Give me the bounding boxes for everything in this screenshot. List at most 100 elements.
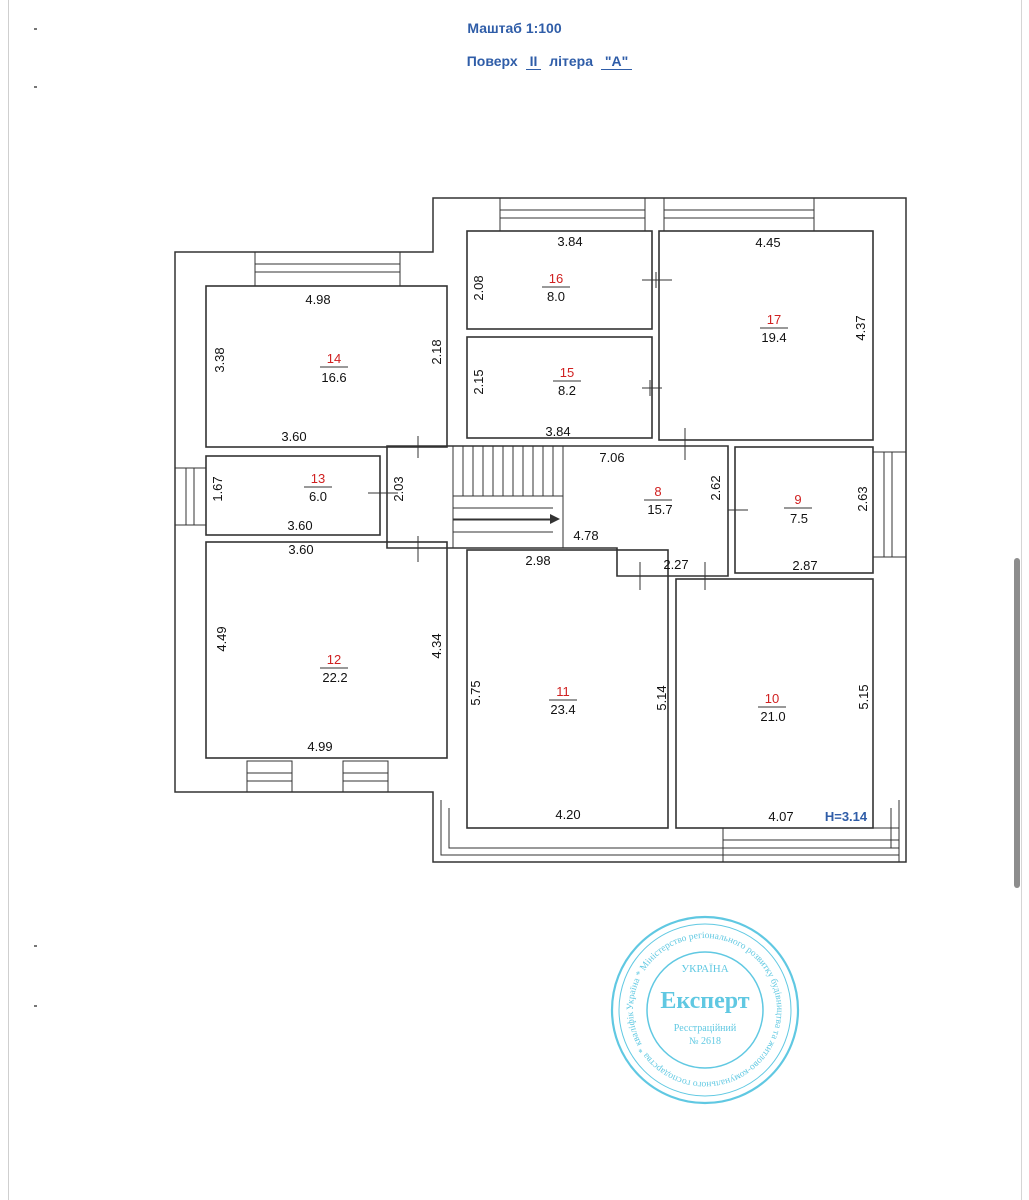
- room-number: 17: [767, 312, 781, 327]
- room-number: 13: [311, 471, 325, 486]
- room-area: 7.5: [790, 511, 808, 526]
- dim-r15-bottom: 3.84: [545, 424, 570, 439]
- dim-r8-right: 2.62: [708, 475, 723, 500]
- margin-mark: [34, 945, 37, 947]
- margin-mark: [34, 1005, 37, 1007]
- dim-r16-top: 3.84: [557, 234, 582, 249]
- dim-r14-right: 2.18: [429, 339, 444, 364]
- window-top-2: [663, 197, 815, 232]
- room-label-13: 136.0: [304, 471, 332, 504]
- page-right-edge: [1021, 0, 1022, 1200]
- dim-r15-left: 2.15: [471, 369, 486, 394]
- room-label-17: 17 19.4: [760, 312, 788, 345]
- room-area: 8.2: [558, 383, 576, 398]
- dim-r11-right: 5.14: [654, 685, 669, 710]
- room-13-outline: [205, 455, 381, 536]
- stair-arrow-icon: [550, 514, 560, 524]
- dim-r12-right: 4.34: [429, 633, 444, 658]
- page-left-edge: [8, 0, 9, 1200]
- room-label-9: 97.5: [784, 492, 812, 526]
- dim-r11-left: 5.75: [468, 680, 483, 705]
- room-area: 16.6: [321, 370, 346, 385]
- room-label-16: 168.0: [542, 271, 570, 304]
- room-17-outline: [658, 230, 874, 441]
- stamp-line-2: № 2618: [689, 1036, 721, 1047]
- scrollbar-thumb[interactable]: [1014, 558, 1020, 888]
- outer-wall: [174, 197, 907, 863]
- dim-r8-bottom: 2.27: [663, 557, 688, 572]
- room-number: 8: [654, 484, 661, 499]
- room-number: 9: [794, 492, 801, 507]
- door-marks: [368, 272, 748, 590]
- window-left: [174, 467, 207, 526]
- room-number: 12: [327, 652, 341, 667]
- window-top-3: [254, 251, 401, 287]
- room-area: 6.0: [309, 489, 327, 504]
- room-10-outline: [675, 578, 874, 829]
- dim-r8-left-bottom: 2.98: [525, 553, 550, 568]
- dim-r9-right: 2.63: [855, 486, 870, 511]
- room-number: 15: [560, 365, 574, 380]
- room-9-outline: [734, 446, 874, 574]
- floor-info: Поверх II літера "A": [0, 53, 1029, 70]
- dim-r14-top: 4.98: [305, 292, 330, 307]
- room-area: 19.4: [761, 330, 786, 345]
- terrace-outline: [432, 792, 900, 862]
- letter-prefix: літера: [549, 53, 594, 69]
- room-8-outline: [386, 445, 729, 577]
- dim-r17-right: 4.37: [853, 315, 868, 340]
- dim-r13-right: 2.03: [391, 476, 406, 501]
- staircase: [452, 446, 564, 548]
- dim-r16-left: 2.08: [471, 275, 486, 300]
- floor-prefix: Поверх: [466, 53, 518, 69]
- dim-r11-bottom: 4.20: [555, 807, 580, 822]
- dim-r12-bottom: 4.99: [307, 739, 332, 754]
- stamp-country: УКРАЇНА: [681, 963, 728, 975]
- room-number: 14: [327, 351, 341, 366]
- scale-label: Маштаб 1:100: [467, 20, 562, 36]
- dim-r9-bottom: 2.87: [792, 558, 817, 573]
- letter-value: "A": [600, 53, 633, 70]
- margin-mark: [34, 86, 37, 88]
- dim-r10-bottom: 4.07: [768, 809, 793, 824]
- room-area: 23.4: [550, 702, 575, 717]
- height-label: H=3.14: [825, 809, 868, 824]
- window-right: [872, 451, 907, 558]
- room-11-outline: [466, 549, 669, 829]
- floor-value: II: [525, 53, 542, 70]
- dim-r12-top: 3.60: [288, 542, 313, 557]
- stamp-line-1: Ресстраційний: [674, 1023, 737, 1034]
- room-label-8: 815.7: [644, 484, 673, 517]
- window-top-1: [499, 197, 646, 232]
- margin-mark: [34, 28, 37, 30]
- room-label-15: 158.2: [553, 365, 581, 398]
- room-number: 16: [549, 271, 563, 286]
- room-label-10: 10 21.0: [758, 691, 786, 724]
- dim-r17-top: 4.45: [755, 235, 780, 250]
- dim-r12-left: 4.49: [214, 626, 229, 651]
- room-area: 15.7: [647, 502, 672, 517]
- room-area: 21.0: [760, 709, 785, 724]
- window-bottom-right: [722, 827, 900, 863]
- room-12-outline: [205, 541, 448, 759]
- room-area: 22.2: [322, 670, 347, 685]
- dim-r13-left: 1.67: [210, 476, 225, 501]
- dim-r8-mid: 4.78: [573, 528, 598, 543]
- dim-r10-right: 5.15: [856, 684, 871, 709]
- room-label-14: 14 16.6: [320, 351, 348, 385]
- room-label-11: 11 23.4: [549, 684, 577, 717]
- dim-r14-left: 3.38: [212, 347, 227, 372]
- window-bottom-left: [246, 760, 389, 793]
- stamp-title: Експерт: [660, 988, 749, 1014]
- dim-r13-bottom: 3.60: [287, 518, 312, 533]
- expert-stamp: Україна * Міністерство регіонального роз…: [0, 0, 800, 1105]
- room-label-12: 12 22.2: [320, 652, 348, 685]
- dim-r14-bottom: 3.60: [281, 429, 306, 444]
- room-number: 10: [765, 691, 779, 706]
- dim-r8-top: 7.06: [599, 450, 624, 465]
- room-area: 8.0: [547, 289, 565, 304]
- room-14-outline: [205, 285, 448, 448]
- room-number: 11: [556, 684, 570, 699]
